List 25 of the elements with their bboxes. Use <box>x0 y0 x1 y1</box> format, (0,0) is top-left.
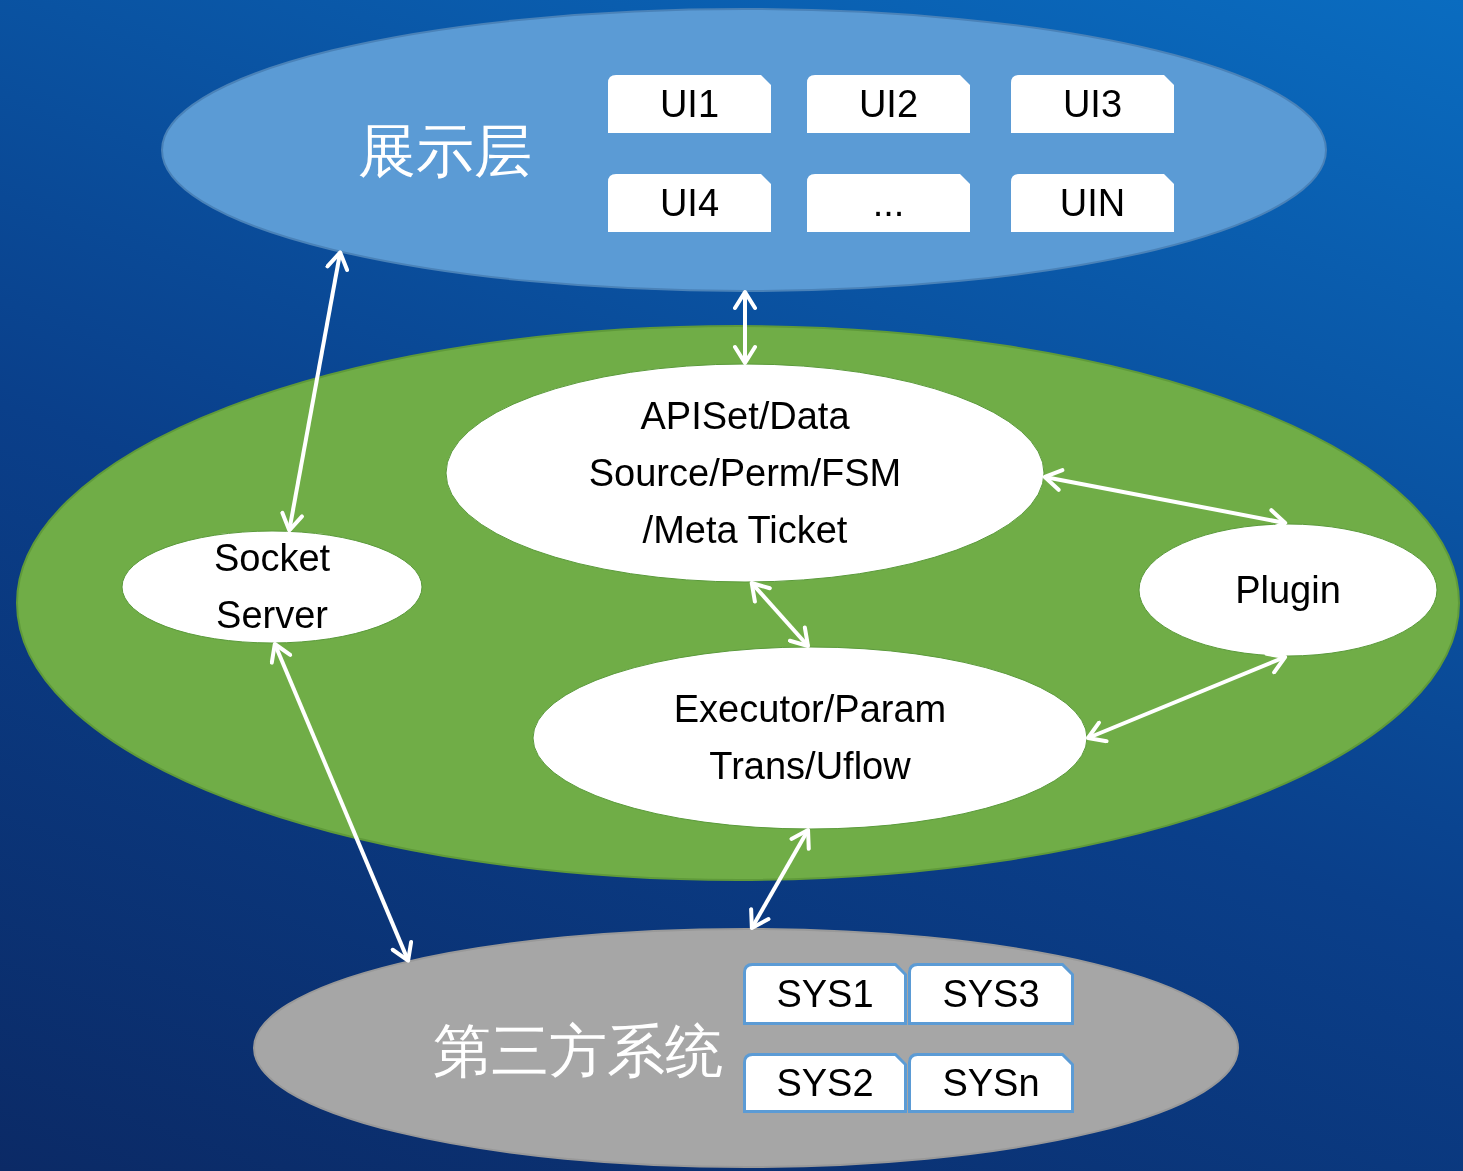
arrow <box>749 580 810 648</box>
module-ellipse: Socket Server <box>121 530 423 644</box>
ui-tab: SYSn <box>908 1053 1074 1113</box>
arrow <box>749 828 811 930</box>
module-ellipse: Executor/Param Trans/Uflow <box>532 646 1088 830</box>
ui-tab: SYS1 <box>743 963 907 1025</box>
ui-tab: UI2 <box>807 75 970 133</box>
module-ellipse: APISet/Data Source/Perm/FSM /Meta Ticket <box>445 363 1045 583</box>
layer-title: 第三方系统 <box>433 1016 723 1087</box>
ui-tab: SYS2 <box>743 1053 907 1113</box>
ui-tab: UI4 <box>608 174 771 232</box>
ui-tab: SYS3 <box>908 963 1074 1025</box>
layer-ellipse <box>16 325 1460 881</box>
ui-tab: ... <box>807 174 970 232</box>
module-ellipse: Plugin <box>1138 523 1438 657</box>
arrow <box>733 290 757 365</box>
ui-tab: UI1 <box>608 75 771 133</box>
layer-title: 展示层 <box>358 116 532 187</box>
arrow <box>1086 651 1288 744</box>
ui-tab: UIN <box>1011 174 1174 232</box>
layer-ellipse <box>161 8 1327 292</box>
ui-tab: UI3 <box>1011 75 1174 133</box>
arrow <box>280 250 350 533</box>
arrow <box>269 642 414 963</box>
layer-ellipse <box>253 928 1239 1168</box>
